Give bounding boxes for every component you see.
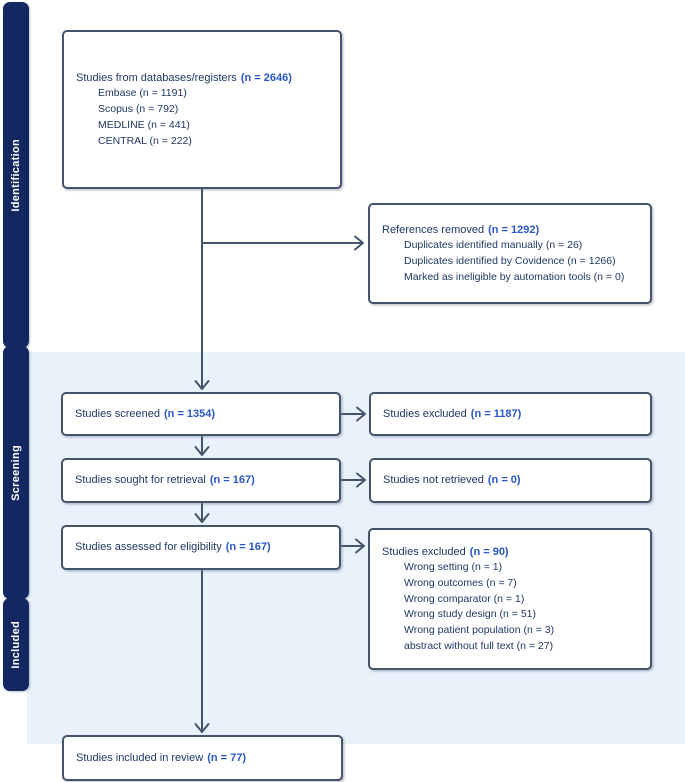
box-heading: Studies from databases/registers(n = 264…: [76, 70, 332, 87]
box-heading: References removed(n = 1292): [382, 222, 642, 239]
box-subitem: Wrong comparator (n = 1): [404, 592, 525, 605]
box-heading: Studies included in review(n = 77): [76, 750, 333, 767]
excluded-eligibility-box: Studies excluded(n = 90) Wrong setting (…: [368, 528, 652, 670]
box-title: Studies assessed for eligibility: [75, 541, 222, 554]
box-title: Studies excluded: [382, 545, 466, 558]
box-subitem: Wrong study design (n = 51): [404, 608, 537, 621]
box-count: (n = 2646): [240, 71, 292, 84]
databases-box: Studies from databases/registers(n = 264…: [62, 30, 342, 189]
box-subitem: Wrong patient population (n = 3): [404, 624, 555, 636]
box-count: (n = 1187): [470, 407, 522, 420]
box-title: Studies included in review: [76, 751, 204, 764]
box-heading: Studies sought for retrieval(n = 167): [75, 472, 331, 489]
stage-label-screening: Screening: [10, 444, 22, 501]
box-heading: Studies not retrieved(n = 0): [383, 472, 642, 489]
box-count: (n = 1292): [488, 223, 540, 236]
box-subitem: Embase (n = 1191): [98, 87, 187, 100]
screened-box: Studies screened (n = 1354): [61, 392, 341, 436]
box-subitem: Duplicates identified by Covidence (n = …: [404, 254, 616, 267]
box-title: Studies not retrieved: [383, 474, 484, 487]
box-title: Studies excluded: [383, 407, 467, 420]
arrowhead-branch-to-references: [354, 235, 364, 251]
stage-tab-included: Included: [3, 598, 29, 691]
box-subitem: CENTRAL (n = 222): [98, 134, 192, 147]
box-subitem: Wrong setting (n = 1): [404, 561, 503, 573]
stage-label-included: Included: [10, 620, 22, 669]
references-removed-box: References removed(n = 1292) Duplicates …: [368, 203, 652, 304]
box-heading: Studies excluded(n = 1187): [383, 406, 642, 423]
box-count: (n = 0): [487, 474, 521, 487]
included-box: Studies included in review(n = 77): [62, 735, 343, 781]
not-retrieved-box: Studies not retrieved(n = 0): [369, 458, 652, 503]
box-heading: Studies assessed for eligibility(n = 167…: [75, 539, 331, 556]
assessed-box: Studies assessed for eligibility(n = 167…: [61, 525, 341, 570]
box-subitem: abstract without full text (n = 27): [404, 639, 554, 652]
box-title: References removed: [382, 223, 485, 236]
box-title: Studies sought for retrieval: [75, 474, 206, 487]
box-subitem: Marked as ineligible by automation tools…: [404, 270, 625, 283]
box-title: Studies from databases/registers: [76, 71, 237, 84]
box-title: Studies screened: [75, 407, 160, 420]
box-count: (n = 167): [209, 474, 255, 487]
box-heading: Studies screened (n = 1354): [75, 406, 331, 423]
box-subitem: Wrong outcomes (n = 7): [404, 576, 517, 589]
stage-tab-screening: Screening: [3, 346, 29, 599]
box-subitem: MEDLINE (n = 441): [98, 118, 190, 131]
stage-label-identification: Identification: [10, 138, 22, 212]
excluded-screening-box: Studies excluded(n = 1187): [369, 392, 652, 436]
box-subitem: Scopus (n = 792): [98, 103, 179, 115]
box-count: (n = 90): [469, 545, 509, 558]
box-count: (n = 1354): [164, 407, 216, 420]
stage-tab-identification: Identification: [3, 2, 29, 348]
box-count: (n = 77): [207, 751, 247, 764]
box-heading: Studies excluded(n = 90): [382, 544, 642, 561]
box-subitem: Duplicates identified manually (n = 26): [404, 239, 583, 252]
sought-box: Studies sought for retrieval(n = 167): [61, 458, 341, 503]
box-count: (n = 167): [225, 541, 271, 554]
